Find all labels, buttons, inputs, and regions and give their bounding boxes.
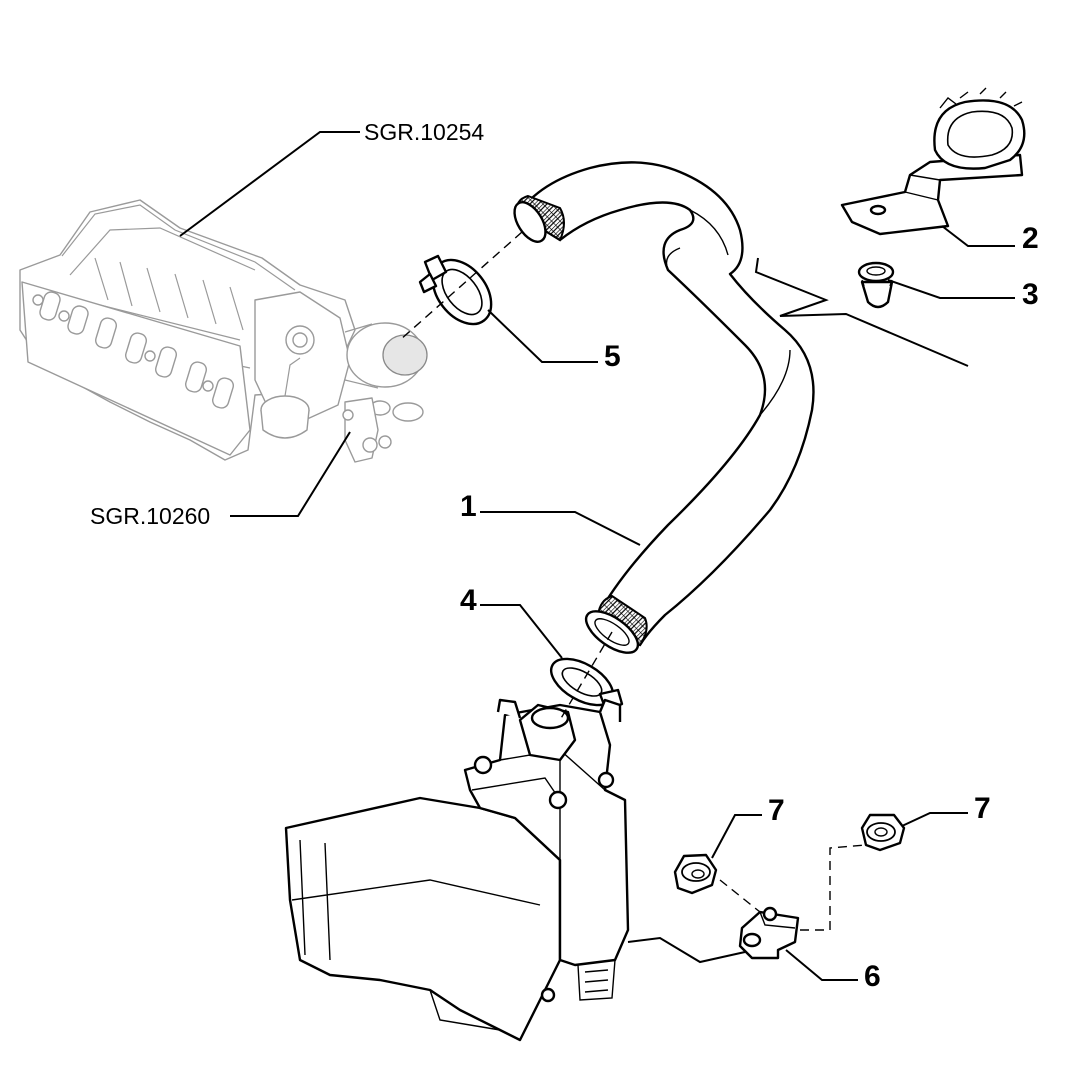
leader-part-1 (480, 511, 641, 546)
intake-manifold-ghost (19, 199, 356, 461)
nut-part-7-left (673, 853, 718, 895)
callout-7-left: 7 (768, 794, 785, 827)
turbo-assembly-ghost (254, 291, 428, 463)
leader-sgr-10254 (179, 131, 360, 237)
leader-sgr-10260 (230, 431, 351, 517)
callout-4: 4 (460, 584, 477, 617)
leader-lines (179, 131, 1015, 981)
leader-part-7-right (901, 812, 968, 827)
hose-clamp-part-4 (550, 657, 624, 712)
support-clip-part-6 (738, 906, 800, 960)
assembly-dash-lines (399, 231, 867, 931)
mounting-line-bottom (627, 936, 746, 964)
grommet-part-3 (857, 261, 895, 309)
nut-part-7-right (860, 813, 906, 852)
callout-5: 5 (604, 340, 621, 373)
hose-part-1 (513, 161, 815, 654)
callout-1: 1 (460, 490, 477, 523)
leader-part-5 (487, 309, 598, 363)
callout-2: 2 (1022, 222, 1039, 255)
leader-part-4 (480, 604, 563, 659)
leader-part-3 (887, 279, 1015, 299)
leader-part-6 (785, 949, 858, 981)
leader-part-2 (941, 225, 1015, 247)
callout-3: 3 (1022, 278, 1039, 311)
coolant-reservoir (284, 698, 630, 1042)
callout-7-right: 7 (974, 792, 991, 825)
callout-6: 6 (864, 960, 881, 993)
bracket-part-2 (840, 87, 1026, 236)
mounting-line-top (754, 257, 969, 367)
hose-clamp-part-5 (418, 254, 493, 326)
reference-sgr-10254: SGR.10254 (364, 119, 484, 145)
leader-part-7-left (711, 814, 762, 859)
reference-sgr-10260: SGR.10260 (90, 503, 210, 529)
